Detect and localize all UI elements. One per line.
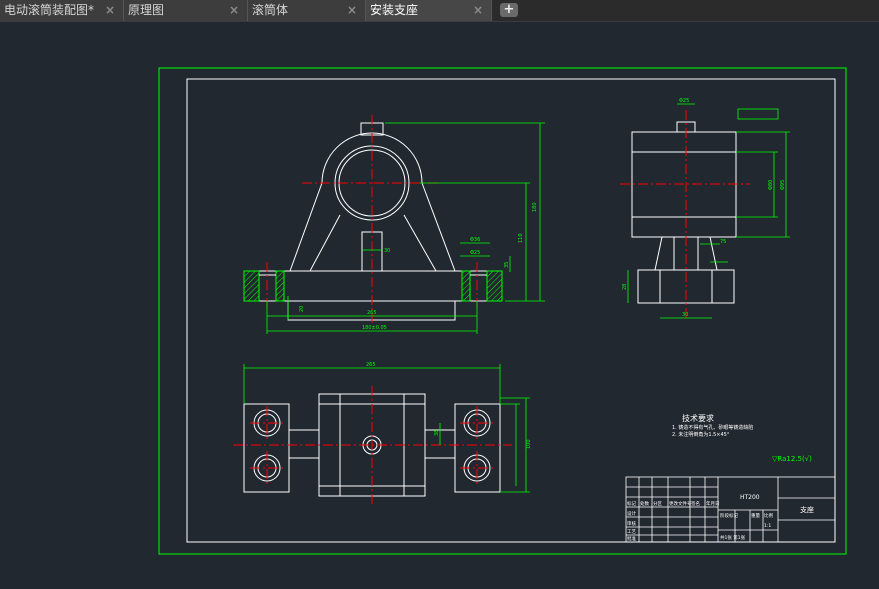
tb-stage-mark: 阶段标记 <box>720 512 738 519</box>
tb-role-design: 设计 <box>627 510 636 517</box>
top-view-centerlines <box>233 386 512 504</box>
surface-roughness-symbol: ▽Ra12.5(√) <box>772 455 812 463</box>
drawing-canvas[interactable]: 180 110 Φ36 Φ25 35 30 20 265 180±0.05 <box>0 22 879 589</box>
tb-scale-label: 比例 <box>764 512 773 519</box>
dim-side-top-hole: Φ25 <box>679 98 689 104</box>
dim-side-height-a: Φ80 <box>768 180 774 190</box>
close-icon[interactable]: × <box>346 3 357 17</box>
close-icon[interactable]: × <box>472 3 483 17</box>
dim-front-overall-width: 180±0.05 <box>362 325 387 331</box>
tab-label: 滚筒体 <box>252 3 289 17</box>
technical-requirements: 技术要求 1. 铸造不得有气孔、砂眼等铸造缺陷 2. 未注明倒角为1.5×45° <box>672 413 753 438</box>
notes-line-2: 2. 未注明倒角为1.5×45° <box>672 431 730 438</box>
close-icon[interactable]: × <box>228 3 239 17</box>
tab-mounting-bracket[interactable]: 安装支座 × <box>366 0 492 21</box>
tb-label-change-doc: 更改文件号 <box>669 500 692 507</box>
tb-label-zone: 分区 <box>653 500 662 507</box>
dim-side-base-height: 28 <box>622 284 628 290</box>
tb-role-approve: 批准 <box>627 535 636 542</box>
tab-motor-drum-assembly[interactable]: 电动滚筒装配图* × <box>0 0 124 21</box>
add-tab-button[interactable]: + <box>500 3 518 17</box>
tb-part-name: 支座 <box>800 505 814 514</box>
sheet-outer-border <box>158 67 847 555</box>
side-view-dimensions <box>627 103 790 319</box>
title-block <box>625 476 836 543</box>
tb-label-signature: 签名 <box>691 500 700 507</box>
tab-label: 安装支座 <box>370 3 419 17</box>
tab-label: 电动滚筒装配图* <box>4 3 95 17</box>
dim-front-height-total: 180 <box>532 202 538 212</box>
dim-front-small-hole2: Φ25 <box>470 250 480 256</box>
notes-line-1: 1. 铸造不得有气孔、砂眼等铸造缺陷 <box>672 424 753 431</box>
tb-label-date: 年月日 <box>706 500 720 507</box>
notes-title: 技术要求 <box>682 413 714 423</box>
side-view <box>631 121 737 304</box>
side-view-centerlines <box>620 110 750 318</box>
front-view <box>243 122 503 321</box>
top-view-dimensions <box>243 364 530 493</box>
front-view-dimensions <box>266 122 545 334</box>
dim-top-length: 265 <box>366 362 376 368</box>
dim-side-height-b: Φ95 <box>780 180 786 190</box>
dim-top-width: 100 <box>526 439 532 449</box>
tb-role-process: 工艺 <box>627 529 636 535</box>
document-tab-bar: 电动滚筒装配图* × 原理图 × 滚筒体 × 安装支座 × + <box>0 0 879 22</box>
close-icon[interactable]: × <box>104 3 115 17</box>
tab-drum-body[interactable]: 滚筒体 × <box>248 0 366 21</box>
tab-schematic[interactable]: 原理图 × <box>124 0 248 21</box>
dim-front-base-inner: 20 <box>299 306 305 312</box>
sheet-inner-border <box>186 78 836 543</box>
dim-side-base: 30 <box>682 312 688 318</box>
dim-front-lug-height: 35 <box>504 262 510 268</box>
tb-role-review: 审核 <box>627 520 636 527</box>
tb-label-mark: 标记 <box>627 500 636 507</box>
dim-front-height-center: 110 <box>518 233 524 243</box>
dim-top-center: 38 <box>434 430 440 436</box>
dim-front-base-width: 265 <box>367 310 377 316</box>
dim-front-neck: 30 <box>384 248 390 254</box>
dim-side-width: 75 <box>720 239 726 245</box>
tb-label-count: 处数 <box>640 500 649 507</box>
tab-label: 原理图 <box>128 3 165 17</box>
tb-weight: 重量 <box>751 512 760 519</box>
dim-front-small-hole: Φ36 <box>470 237 480 243</box>
tb-material: HT200 <box>740 494 760 501</box>
front-view-centerlines <box>266 115 478 325</box>
tb-sheet: 共1张 第1张 <box>720 534 746 541</box>
tb-scale-value: 1:1 <box>764 523 771 529</box>
